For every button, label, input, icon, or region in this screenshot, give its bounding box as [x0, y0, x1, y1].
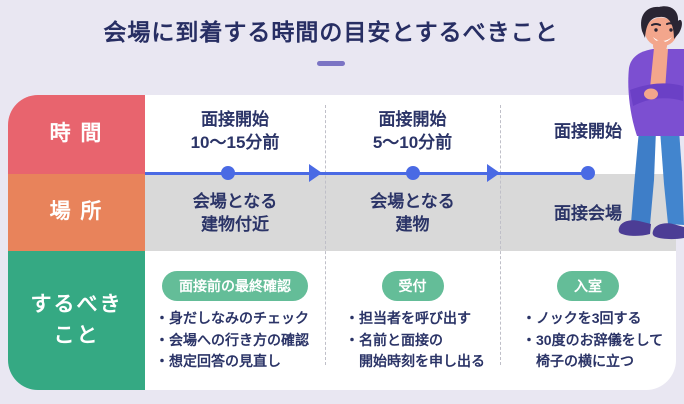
time-cell-1: 面接開始 10〜15分前: [190, 110, 280, 152]
row-header-place: 場 所: [8, 174, 145, 251]
todo-list: ・身だしなみのチェック ・会場への行き方の確認 ・想定回答の見直し: [145, 308, 325, 373]
step-badge-wrap: 面接前の最終確認: [145, 271, 325, 301]
timeline-dot: [406, 166, 420, 180]
todo-item: ・会場への行き方の確認: [155, 331, 309, 348]
todo-column-1: 面接前の最終確認 ・身だしなみのチェック ・会場への行き方の確認 ・想定回答の見…: [145, 251, 325, 390]
thinking-person-illustration: [618, 6, 684, 240]
time-cell-2: 面接開始 5〜10分前: [372, 110, 453, 152]
todo-item: ・30度のお辞儀をして 椅子の横に立つ: [522, 331, 664, 370]
column-separator: [325, 105, 326, 365]
todo-column-3: 入室 ・ノックを3回する ・30度のお辞儀をして 椅子の横に立つ: [500, 251, 676, 390]
todo-item: ・想定回答の見直し: [155, 353, 281, 370]
timeline-dot: [221, 166, 235, 180]
time-row-bg: [145, 95, 676, 174]
todo-item: ・名前と面接の 開始時刻を申し出る: [345, 331, 485, 370]
place-cell-2: 会場となる 建物: [370, 192, 455, 234]
timeline-line: [145, 172, 591, 175]
todo-list: ・ノックを3回する ・30度のお辞儀をして 椅子の横に立つ: [500, 308, 676, 373]
timeline-arrow-right-icon: [309, 164, 322, 182]
todo-item: ・担当者を呼び出す: [345, 310, 471, 326]
step-badge: 受付: [381, 271, 444, 301]
page-title: 会場に到着する時間の目安とするべきこと: [103, 19, 559, 45]
todo-column-2: 受付 ・担当者を呼び出す ・名前と面接の 開始時刻を申し出る: [325, 251, 500, 390]
step-badge: 面接前の最終確認: [162, 271, 308, 301]
place-cell-1: 会場となる 建物付近: [192, 192, 278, 234]
todo-list: ・担当者を呼び出す ・名前と面接の 開始時刻を申し出る: [325, 308, 500, 373]
time-cell-3: 面接開始: [554, 121, 622, 141]
title-underline: [317, 61, 345, 66]
row-header-todo: するべき こと: [8, 251, 145, 390]
place-cell-3: 面接会場: [554, 203, 622, 223]
todo-item: ・ノックを3回する: [522, 310, 642, 326]
row-header-time: 時 間: [8, 95, 145, 174]
column-separator: [500, 105, 501, 365]
step-badge-wrap: 入室: [500, 271, 676, 301]
timeline-arrow-right-icon: [487, 164, 500, 182]
timeline-dot: [581, 166, 595, 180]
step-badge: 入室: [557, 271, 619, 301]
place-row-bg: [145, 174, 676, 251]
step-badge-wrap: 受付: [325, 271, 500, 301]
schedule-table: 時 間 場 所 するべき こと 面接開始 10〜15分前 面接開始 5〜10分前…: [8, 95, 676, 390]
todo-item: ・身だしなみのチェック: [155, 310, 309, 326]
